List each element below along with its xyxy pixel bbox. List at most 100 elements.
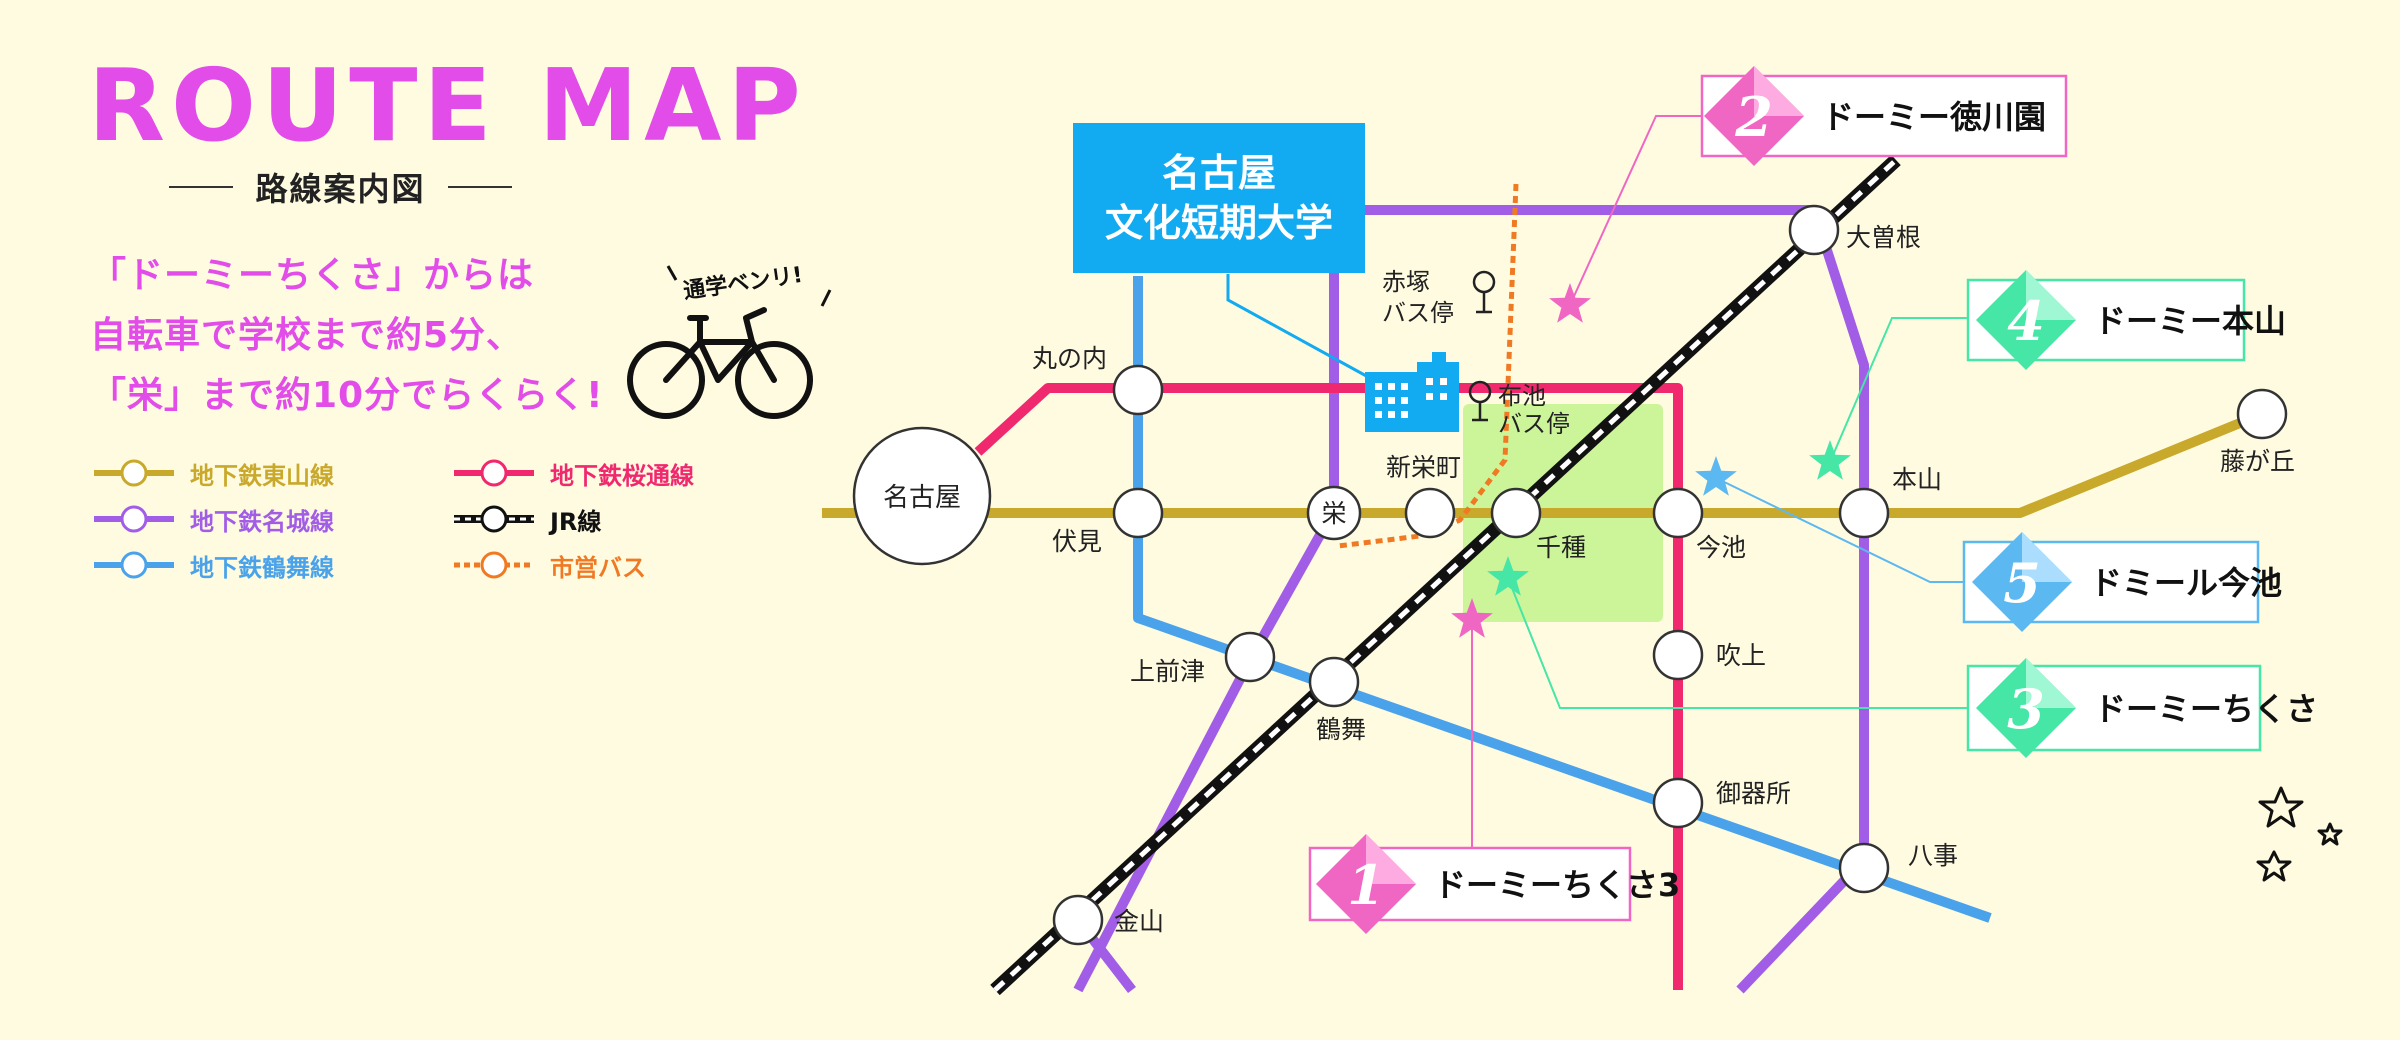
bus-stop-icon <box>1472 270 1496 294</box>
dorm-3: 3 ドーミーちくさ <box>1487 556 2318 758</box>
map-subtitle: 路線案内図 <box>255 170 426 208</box>
dorm-star-icon <box>1487 556 1529 596</box>
label-fujigaoka: 藤が丘 <box>2220 447 2295 476</box>
label-motoyama: 本山 <box>1892 465 1942 494</box>
station-ozone <box>1788 204 1840 256</box>
caption-tick-left <box>666 265 678 281</box>
higashiyama-line <box>822 409 2264 518</box>
bus-stop-nunoike-line2: バス停 <box>1498 410 1570 438</box>
station-sakae <box>1306 485 1362 541</box>
label-nagoya: 名古屋 <box>883 483 961 513</box>
sparkle-star-icon <box>2256 850 2292 882</box>
station-kanayama <box>1052 894 1104 946</box>
label-imaike: 今池 <box>1696 533 1746 562</box>
legend-line-icon <box>94 505 174 533</box>
sparkle-stars <box>2256 786 2343 882</box>
station-marunouchi <box>1112 364 1164 416</box>
dorm-leader-line <box>1829 317 1968 463</box>
subtitle-rule-left <box>169 186 234 188</box>
bus-stop-akatsuka-line1: 赤塚 <box>1382 268 1430 296</box>
label-marunouchi: 丸の内 <box>1032 344 1107 373</box>
dorm-leader-line <box>1715 477 1964 583</box>
station-chikusa <box>1490 487 1542 539</box>
diamond-highlight <box>1754 66 1804 116</box>
bus-stop-nunoike-line1: 布池 <box>1498 382 1546 410</box>
legend-label: 地下鉄東山線 <box>190 461 334 490</box>
dorm-name: ドーミーちくさ3 <box>1434 866 1680 904</box>
map-title: ROUTE MAP <box>88 47 807 164</box>
dorm-number: 4 <box>2007 289 2045 353</box>
station-kamimaezu <box>1224 631 1276 683</box>
legend-label: JR線 <box>550 507 602 536</box>
legend-line-icon <box>94 551 174 579</box>
legend-item: 地下鉄鶴舞線 <box>92 550 452 582</box>
dorm-star-icon <box>1451 598 1493 638</box>
legend-item: JR線 <box>452 504 732 536</box>
label-fukiage: 吹上 <box>1716 641 1766 670</box>
dorm-leader-line <box>1507 577 1968 709</box>
legend: 地下鉄東山線 地下鉄桜通線地下鉄名城線 JR線地下鉄鶴舞線 市営バス <box>92 458 732 582</box>
bike-front-wheel <box>735 341 813 419</box>
tagline-line-2: 自転車で学校まで約5分、 <box>90 315 524 356</box>
station-imaike <box>1652 487 1704 539</box>
station-fujigaoka <box>2236 388 2288 440</box>
station-yagoto <box>1838 842 1890 894</box>
label-shinsakaemachi: 新栄町 <box>1386 453 1461 482</box>
school-name-line2: 文化短期大学 <box>1105 201 1333 245</box>
bike-rear-wheel <box>627 341 705 419</box>
bus-stop-akatsuka <box>1472 270 1496 314</box>
school-building-icon <box>1365 352 1459 432</box>
bus-stop-akatsuka-line2: バス停 <box>1382 299 1454 327</box>
station-fukiage <box>1652 629 1704 681</box>
diamond-highlight <box>2026 270 2076 320</box>
school-group: 名古屋 文化短期大学 <box>1073 123 1459 432</box>
subtitle-row: 路線案内図 <box>88 164 593 210</box>
diamond-highlight <box>2026 658 2076 708</box>
bicycle-illustration <box>627 307 813 419</box>
tagline: 「ドーミーちくさ」からは 自転車で学校まで約5分、 「栄」まで約10分でらくらく… <box>90 246 650 426</box>
bike-caption: 通学ベンリ! <box>682 262 804 304</box>
jr-line-dash <box>993 158 1898 992</box>
legend-item: 地下鉄名城線 <box>92 504 452 536</box>
dorm-number: 3 <box>2007 677 2045 741</box>
sakuradori-line <box>974 383 1683 990</box>
label-fushimi: 伏見 <box>1052 527 1102 556</box>
dorm-4: 4 ドーミー本山 <box>1809 270 2286 480</box>
dorm-name: ドーミー本山 <box>2094 302 2286 340</box>
station-nagoya <box>852 426 992 566</box>
diamond-highlight <box>1366 834 1416 884</box>
label-ozone: 大曽根 <box>1846 223 1921 252</box>
bike-frame <box>663 307 777 383</box>
city-bus-route <box>1337 183 1519 549</box>
subtitle-rule-right <box>447 186 512 188</box>
bus-stop-nunoike <box>1468 380 1492 422</box>
dorm-name: ドミール今池 <box>2090 564 2282 602</box>
label-tsurumai: 鶴舞 <box>1316 715 1366 744</box>
dorm-star-icon <box>1549 283 1591 323</box>
school-pointer-line <box>1226 274 1371 380</box>
school-box <box>1073 123 1365 273</box>
station-shinsakaemachi <box>1404 487 1456 539</box>
legend-line-icon <box>454 505 534 533</box>
diamond-highlight <box>2022 532 2072 582</box>
dorm-star-icon <box>1695 456 1737 496</box>
legend-item: 市営バス <box>452 550 732 582</box>
station-motoyama <box>1838 487 1890 539</box>
station-gokiso <box>1652 777 1704 829</box>
sparkle-star-icon <box>2258 786 2304 828</box>
station-fushimi <box>1112 487 1164 539</box>
label-sakae: 栄 <box>1321 499 1346 528</box>
legend-item: 地下鉄桜通線 <box>452 458 732 490</box>
legend-line-icon <box>454 459 534 487</box>
label-gokiso: 御器所 <box>1716 779 1791 808</box>
title-block: ROUTE MAP 路線案内図 <box>88 47 807 210</box>
label-yagoto: 八事 <box>1908 841 1958 870</box>
legend-item: 地下鉄東山線 <box>92 458 452 490</box>
label-kamimaezu: 上前津 <box>1130 657 1205 686</box>
dorm-name: ドーミーちくさ <box>2094 690 2318 728</box>
legend-label: 地下鉄桜通線 <box>550 461 694 490</box>
legend-label: 市営バス <box>550 553 646 582</box>
